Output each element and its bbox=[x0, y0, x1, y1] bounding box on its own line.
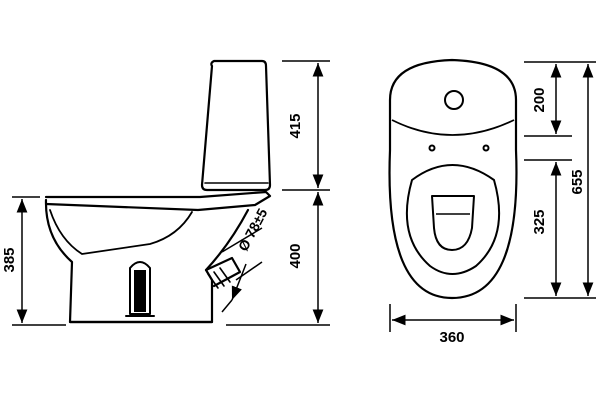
label-655: 655 bbox=[569, 169, 586, 194]
trap-opening-fill bbox=[134, 270, 146, 312]
cistern-tank bbox=[200, 59, 272, 192]
label-200: 200 bbox=[531, 87, 548, 112]
side-dimensions bbox=[12, 60, 330, 326]
label-385: 385 bbox=[1, 247, 18, 272]
label-325: 325 bbox=[531, 209, 548, 234]
bowl-inner-curve bbox=[49, 209, 193, 255]
outlet-ring-1 bbox=[207, 273, 219, 289]
bowl-opening bbox=[431, 195, 475, 251]
tank-lid-edge bbox=[391, 119, 515, 136]
trap-opening bbox=[129, 261, 151, 315]
outlet-ring-3 bbox=[219, 267, 231, 283]
seat-rim bbox=[44, 190, 272, 212]
hinge-hole-right bbox=[482, 144, 490, 152]
hinge-hole-left bbox=[428, 144, 436, 152]
label-415: 415 bbox=[287, 113, 304, 138]
top-dimensions bbox=[389, 61, 596, 332]
outlet-ring-2 bbox=[213, 271, 225, 287]
label-360: 360 bbox=[439, 329, 464, 346]
label-outlet-diameter: Ø 78±5 bbox=[235, 205, 271, 253]
label-400: 400 bbox=[287, 243, 304, 268]
flush-button bbox=[444, 90, 464, 110]
top-outline bbox=[388, 58, 518, 300]
bowl-body bbox=[44, 198, 250, 324]
top-view bbox=[388, 58, 518, 300]
dim-diameter-line bbox=[231, 263, 247, 301]
seat-outline bbox=[405, 164, 501, 275]
side-view bbox=[44, 59, 272, 324]
